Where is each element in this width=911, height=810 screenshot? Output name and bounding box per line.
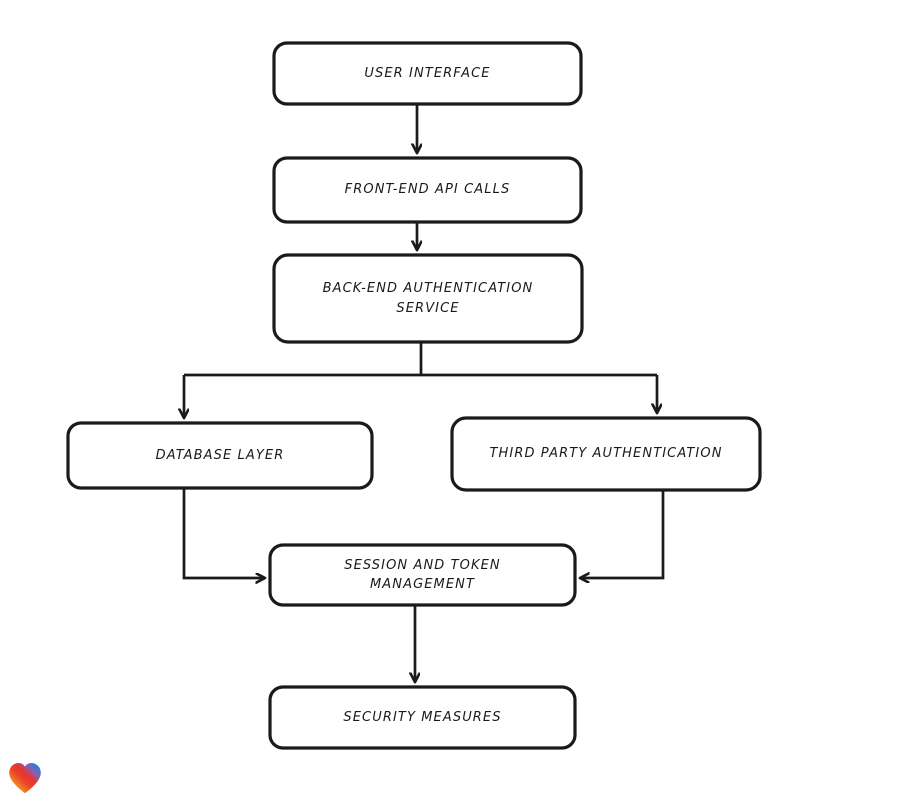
node-user-interface[interactable] (272, 41, 583, 106)
node-back-end-authentication-service[interactable] (272, 253, 584, 344)
node-session-and-token-management[interactable] (268, 543, 577, 607)
node-front-end-api-calls[interactable] (272, 156, 583, 224)
heart-icon (9, 763, 41, 794)
edge-database-to-session (182, 488, 264, 578)
node-security-measures[interactable] (268, 685, 577, 750)
node-database-layer[interactable] (66, 421, 374, 490)
edge-thirdparty-to-session (581, 490, 665, 578)
node-third-party-authentication[interactable] (450, 416, 762, 492)
